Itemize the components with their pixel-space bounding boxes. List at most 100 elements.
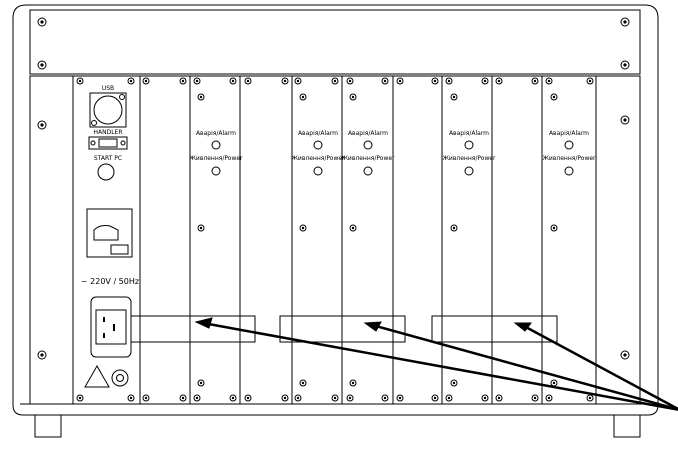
ground-terminal-icon (111, 369, 129, 387)
screw-icon (586, 77, 594, 85)
blank-label-plates (130, 315, 558, 343)
start-pc-button[interactable] (97, 163, 115, 181)
power-led (464, 166, 474, 176)
power-inlet[interactable] (90, 296, 132, 358)
screw-icon (620, 350, 630, 360)
alarm-led (211, 140, 221, 150)
screw-icon (381, 394, 389, 402)
screw-icon (586, 394, 594, 402)
screw-icon (431, 394, 439, 402)
screw-icon (445, 77, 453, 85)
alarm-label: Аварія/Alarm (196, 130, 236, 137)
screw-icon (193, 77, 201, 85)
power-led (313, 166, 323, 176)
power-label: Живлення/Power (189, 155, 243, 162)
usb-connector[interactable] (89, 92, 127, 128)
screw-icon (179, 77, 187, 85)
screw-icon (550, 93, 558, 101)
power-label: Живлення/Power (291, 155, 345, 162)
screw-icon (37, 350, 47, 360)
screw-icon (331, 77, 339, 85)
screw-icon (127, 394, 135, 402)
power-label: Живлення/Power (542, 155, 596, 162)
handler-label: HANDLER (93, 129, 122, 136)
screw-icon (37, 120, 47, 130)
screw-icon (495, 394, 503, 402)
screw-icon (346, 77, 354, 85)
alarm-label: Аварія/Alarm (298, 130, 338, 137)
screw-icon (76, 394, 84, 402)
chassis (12, 4, 659, 438)
screw-icon (193, 394, 201, 402)
screw-icon (346, 394, 354, 402)
screw-icon (349, 224, 357, 232)
alarm-led (313, 140, 323, 150)
screw-icon (349, 93, 357, 101)
alarm-led (464, 140, 474, 150)
label-plate-3 (431, 315, 558, 343)
screw-icon (197, 224, 205, 232)
module-slots (72, 76, 597, 404)
screw-icon (381, 77, 389, 85)
screw-icon (244, 77, 252, 85)
label-plate-1 (130, 315, 256, 343)
left-module: USB HANDLER START PC ~ 220V / 50Hz (81, 85, 139, 388)
screw-icon (620, 17, 630, 27)
power-led (211, 166, 221, 176)
power-label: Живлення/Power (442, 155, 496, 162)
screw-icon (450, 379, 458, 387)
alarm-label: Аварія/Alarm (549, 130, 589, 137)
start-pc-label: START PC (94, 155, 122, 162)
screw-icon (281, 394, 289, 402)
label-plate-2 (279, 315, 406, 343)
screw-icon (545, 394, 553, 402)
screw-icon (37, 60, 47, 70)
screw-icon (481, 394, 489, 402)
screw-icon (531, 394, 539, 402)
alarm-label: Аварія/Alarm (348, 130, 388, 137)
voltage-label: ~ 220V / 50Hz (81, 277, 139, 286)
screw-icon (299, 379, 307, 387)
screw-icon (197, 379, 205, 387)
pointer-arrows (194, 317, 678, 411)
screw-icon (431, 77, 439, 85)
screw-icon (481, 77, 489, 85)
screw-icon (545, 77, 553, 85)
screw-icon (179, 394, 187, 402)
screw-icon (197, 93, 205, 101)
screw-icon (37, 17, 47, 27)
screw-icon (331, 394, 339, 402)
warning-triangle-icon (84, 364, 110, 388)
screw-icon (76, 77, 84, 85)
screw-icon (550, 379, 558, 387)
screw-icon (229, 77, 237, 85)
screw-icon (294, 394, 302, 402)
screw-icon (450, 93, 458, 101)
power-switch[interactable] (86, 208, 133, 258)
screw-icon (229, 394, 237, 402)
alarm-led (363, 140, 373, 150)
alarm-modules: Аварія/AlarmЖивлення/PowerАварія/AlarmЖи… (189, 130, 596, 176)
screw-icon (620, 115, 630, 125)
screw-icon (531, 77, 539, 85)
power-led (564, 166, 574, 176)
screw-icon (281, 77, 289, 85)
usb-label: USB (102, 85, 114, 92)
screw-icon (349, 379, 357, 387)
power-label: Живлення/Power (341, 155, 395, 162)
screw-icon (244, 394, 252, 402)
power-led (363, 166, 373, 176)
screw-icon (294, 77, 302, 85)
screw-icon (550, 224, 558, 232)
screw-icon (142, 77, 150, 85)
screw-icon (396, 394, 404, 402)
screw-icon (299, 224, 307, 232)
screw-icon (495, 77, 503, 85)
handler-connector[interactable] (88, 136, 128, 150)
